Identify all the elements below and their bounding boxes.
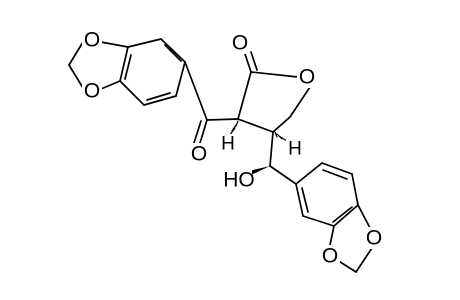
ketone-co-bond-2 xyxy=(193,120,202,144)
ring-top-inner-1 xyxy=(164,44,182,62)
dioxole-bottom-bond-2 xyxy=(355,247,373,273)
dioxole-bottom-bond-3 xyxy=(336,259,357,273)
hash-bond-beta-h xyxy=(274,131,288,142)
ring-top-inner-3 xyxy=(124,54,132,80)
atom-o-ketone: O xyxy=(191,143,207,166)
ring-bottom-bond-1 xyxy=(295,162,323,185)
atom-o-lactone-carbonyl: O xyxy=(232,32,248,55)
ring-bottom-bond-3 xyxy=(351,173,359,206)
atom-o-dioxole-top-2: O xyxy=(84,80,100,103)
dioxole-bottom-bond-1 xyxy=(357,204,371,229)
ketone-co-bond-1 xyxy=(199,119,208,144)
ring-bottom-bond-6 xyxy=(295,183,304,217)
dioxole-top-bond-3 xyxy=(68,64,84,89)
ring-to-carbinol-bond xyxy=(269,131,274,167)
lactone-co-bond-2 xyxy=(250,51,258,71)
ring-top-bond-3 xyxy=(175,61,186,97)
ring-top-bond-2 xyxy=(160,38,186,63)
dioxole-top-bond-4 xyxy=(100,80,121,90)
lactone-bond-5 xyxy=(237,118,274,133)
atom-o-dioxole-bottom-2: O xyxy=(322,245,338,268)
ring-bottom-inner-3 xyxy=(301,187,309,213)
ring-top-inner-2 xyxy=(146,92,171,101)
dioxole-top-bond-2 xyxy=(68,41,84,66)
ring-bottom-inner-2 xyxy=(332,206,353,223)
atom-o-dioxole-top-1: O xyxy=(84,29,100,52)
aryl-to-ketone-bond xyxy=(184,61,208,121)
bond-layer xyxy=(68,38,373,273)
lactone-bond-1 xyxy=(237,71,252,120)
stereo-bonds xyxy=(228,120,288,175)
ring-bottom-bond-5 xyxy=(302,215,335,227)
ring-bottom-bond-2 xyxy=(321,162,353,175)
ring-top-bond-1 xyxy=(127,38,162,48)
atom-hydroxyl: HO xyxy=(223,169,255,192)
ketone-to-ring-bond xyxy=(206,118,239,121)
atom-labels: O O O O O H H HO O O xyxy=(82,29,384,268)
wedge-bond-hydroxyl xyxy=(249,166,270,175)
dioxole-bottom-bond-4 xyxy=(329,225,335,246)
atom-o-lactone-ring: O xyxy=(299,66,315,89)
atom-h-alpha: H xyxy=(221,134,235,155)
ring-top-bond-6 xyxy=(119,46,129,82)
lactone-bond-4 xyxy=(272,116,291,133)
atom-h-beta: H xyxy=(288,139,302,160)
ring-bottom-inner-1 xyxy=(322,169,348,180)
atom-o-dioxole-bottom-1: O xyxy=(366,227,382,250)
ring-bottom-bond-4 xyxy=(333,204,359,227)
lactone-bond-2 xyxy=(250,71,299,78)
lactone-co-bond-1 xyxy=(244,53,252,73)
dioxole-top-bond-1 xyxy=(100,41,129,48)
ring-top-bond-4 xyxy=(143,95,177,106)
carbinol-to-aryl-bond xyxy=(269,165,297,185)
ring-top-bond-5 xyxy=(119,80,145,106)
